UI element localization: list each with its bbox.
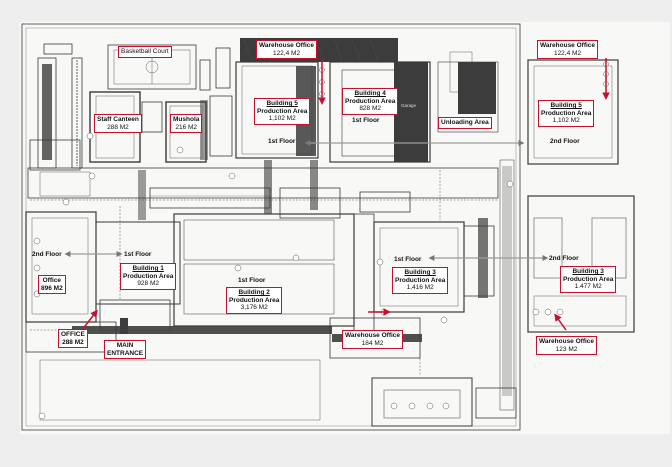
main-entrance-line1: MAIN: [116, 342, 134, 349]
building5-left-area: 1,102 M2: [268, 115, 296, 122]
building3-right-area: 1.477 M2: [574, 283, 602, 290]
second-floor-right-mid: 2nd Floor: [549, 255, 579, 262]
building5-left-title: Building 5: [266, 100, 298, 107]
building4-name: Production Area: [345, 97, 396, 105]
unloading-area-label: Unloading Area: [438, 117, 492, 129]
building2-label: Building 2 Production Area 3,176 M2: [226, 287, 283, 314]
warehouse-office-bottom-area: 184 M2: [361, 339, 384, 347]
warehouse-office-right-area: 122,4 M2: [553, 49, 582, 57]
first-floor-building3: 1st Floor: [394, 256, 422, 263]
main-entrance-label: MAIN ENTRANCE: [104, 340, 147, 359]
first-floor-building4: 1st Floor: [352, 117, 380, 124]
second-floor-right-top: 2nd Floor: [550, 138, 580, 145]
building3-mid-title: Building 3: [404, 269, 436, 276]
building3-mid-name: Production Area: [395, 276, 446, 284]
warehouse-office-bottom-right-name: Warehouse Office: [539, 338, 595, 345]
warehouse-office-right-label: Warehouse Office 122,4 M2: [537, 40, 599, 59]
arrow-office-bottom: [81, 309, 98, 331]
building5-right-label: Building 5 Production Area 1,102 M2: [538, 100, 595, 127]
building1-label: Building 1 Production Area 928 M2: [120, 263, 177, 290]
building1-name: Production Area: [123, 272, 174, 280]
building1-area: 928 M2: [137, 280, 159, 287]
building3-right-name: Production Area: [563, 275, 614, 283]
garage-label: Garage: [401, 103, 417, 108]
building3-mid-area: 1,416 M2: [406, 284, 434, 291]
warehouse-office-top-name: Warehouse Office: [259, 42, 315, 49]
building2-area: 3,176 M2: [240, 304, 268, 311]
building4-label: Building 4 Production Area 828 M2: [342, 88, 399, 115]
warehouse-office-top-area: 122,4 M2: [272, 49, 301, 57]
building2-title: Building 2: [238, 289, 270, 296]
first-floor-building2: 1st Floor: [238, 277, 266, 284]
arrow-warehouse-office-bottom-right: [554, 313, 567, 331]
office-left-area: 896 M2: [41, 284, 63, 292]
office-left-name: Office: [42, 277, 62, 284]
warehouse-office-bottom-label: Warehouse Office 184 M2: [342, 330, 404, 349]
first-floor-building1: 1st Floor: [124, 251, 152, 258]
main-entrance-line2: ENTRANCE: [107, 349, 144, 357]
warehouse-office-bottom-right-label: Warehouse Office 123 M2: [536, 336, 598, 355]
warehouse-office-bottom-name: Warehouse Office: [345, 332, 401, 339]
staff-canteen-name: Staff Canteen: [97, 116, 139, 123]
first-floor-building5: 1st Floor: [268, 138, 296, 145]
building5-right-area: 1,102 M2: [552, 117, 580, 124]
building3-right-title: Building 3: [572, 268, 604, 275]
staff-canteen-label: Staff Canteen 288 M2: [94, 114, 142, 133]
mushola-area: 216 M2: [175, 123, 198, 131]
office-bottom-name: OFFICE: [61, 331, 85, 338]
building3-right-label: Building 3 Production Area 1.477 M2: [560, 266, 617, 293]
warehouse-office-right-name: Warehouse Office: [540, 42, 596, 49]
building2-name: Production Area: [229, 296, 280, 304]
building1-title: Building 1: [132, 265, 164, 272]
office-bottom-label: OFFICE 288 M2: [58, 329, 88, 348]
building5-left-name: Production Area: [257, 107, 308, 115]
building5-right-title: Building 5: [550, 102, 582, 109]
building4-area: 828 M2: [359, 105, 381, 112]
warehouse-office-top-label: Warehouse Office 122,4 M2: [256, 40, 318, 59]
basketball-court-label: Basketball Court: [118, 46, 172, 58]
building4-title: Building 4: [354, 90, 386, 97]
staff-canteen-area: 288 M2: [107, 123, 129, 131]
warehouse-office-bottom-right-area: 123 M2: [555, 345, 578, 353]
building3-mid-label: Building 3 Production Area 1,416 M2: [392, 267, 449, 294]
building5-right-name: Production Area: [541, 109, 592, 117]
office-bottom-area: 288 M2: [62, 338, 84, 346]
building5-left-label: Building 5 Production Area 1,102 M2: [254, 98, 311, 125]
second-floor-left: 2nd Floor: [32, 251, 62, 258]
mushola-name: Mushola: [173, 116, 200, 123]
mushola-label: Mushola 216 M2: [170, 114, 203, 133]
office-left-label: Office 896 M2: [38, 275, 66, 294]
